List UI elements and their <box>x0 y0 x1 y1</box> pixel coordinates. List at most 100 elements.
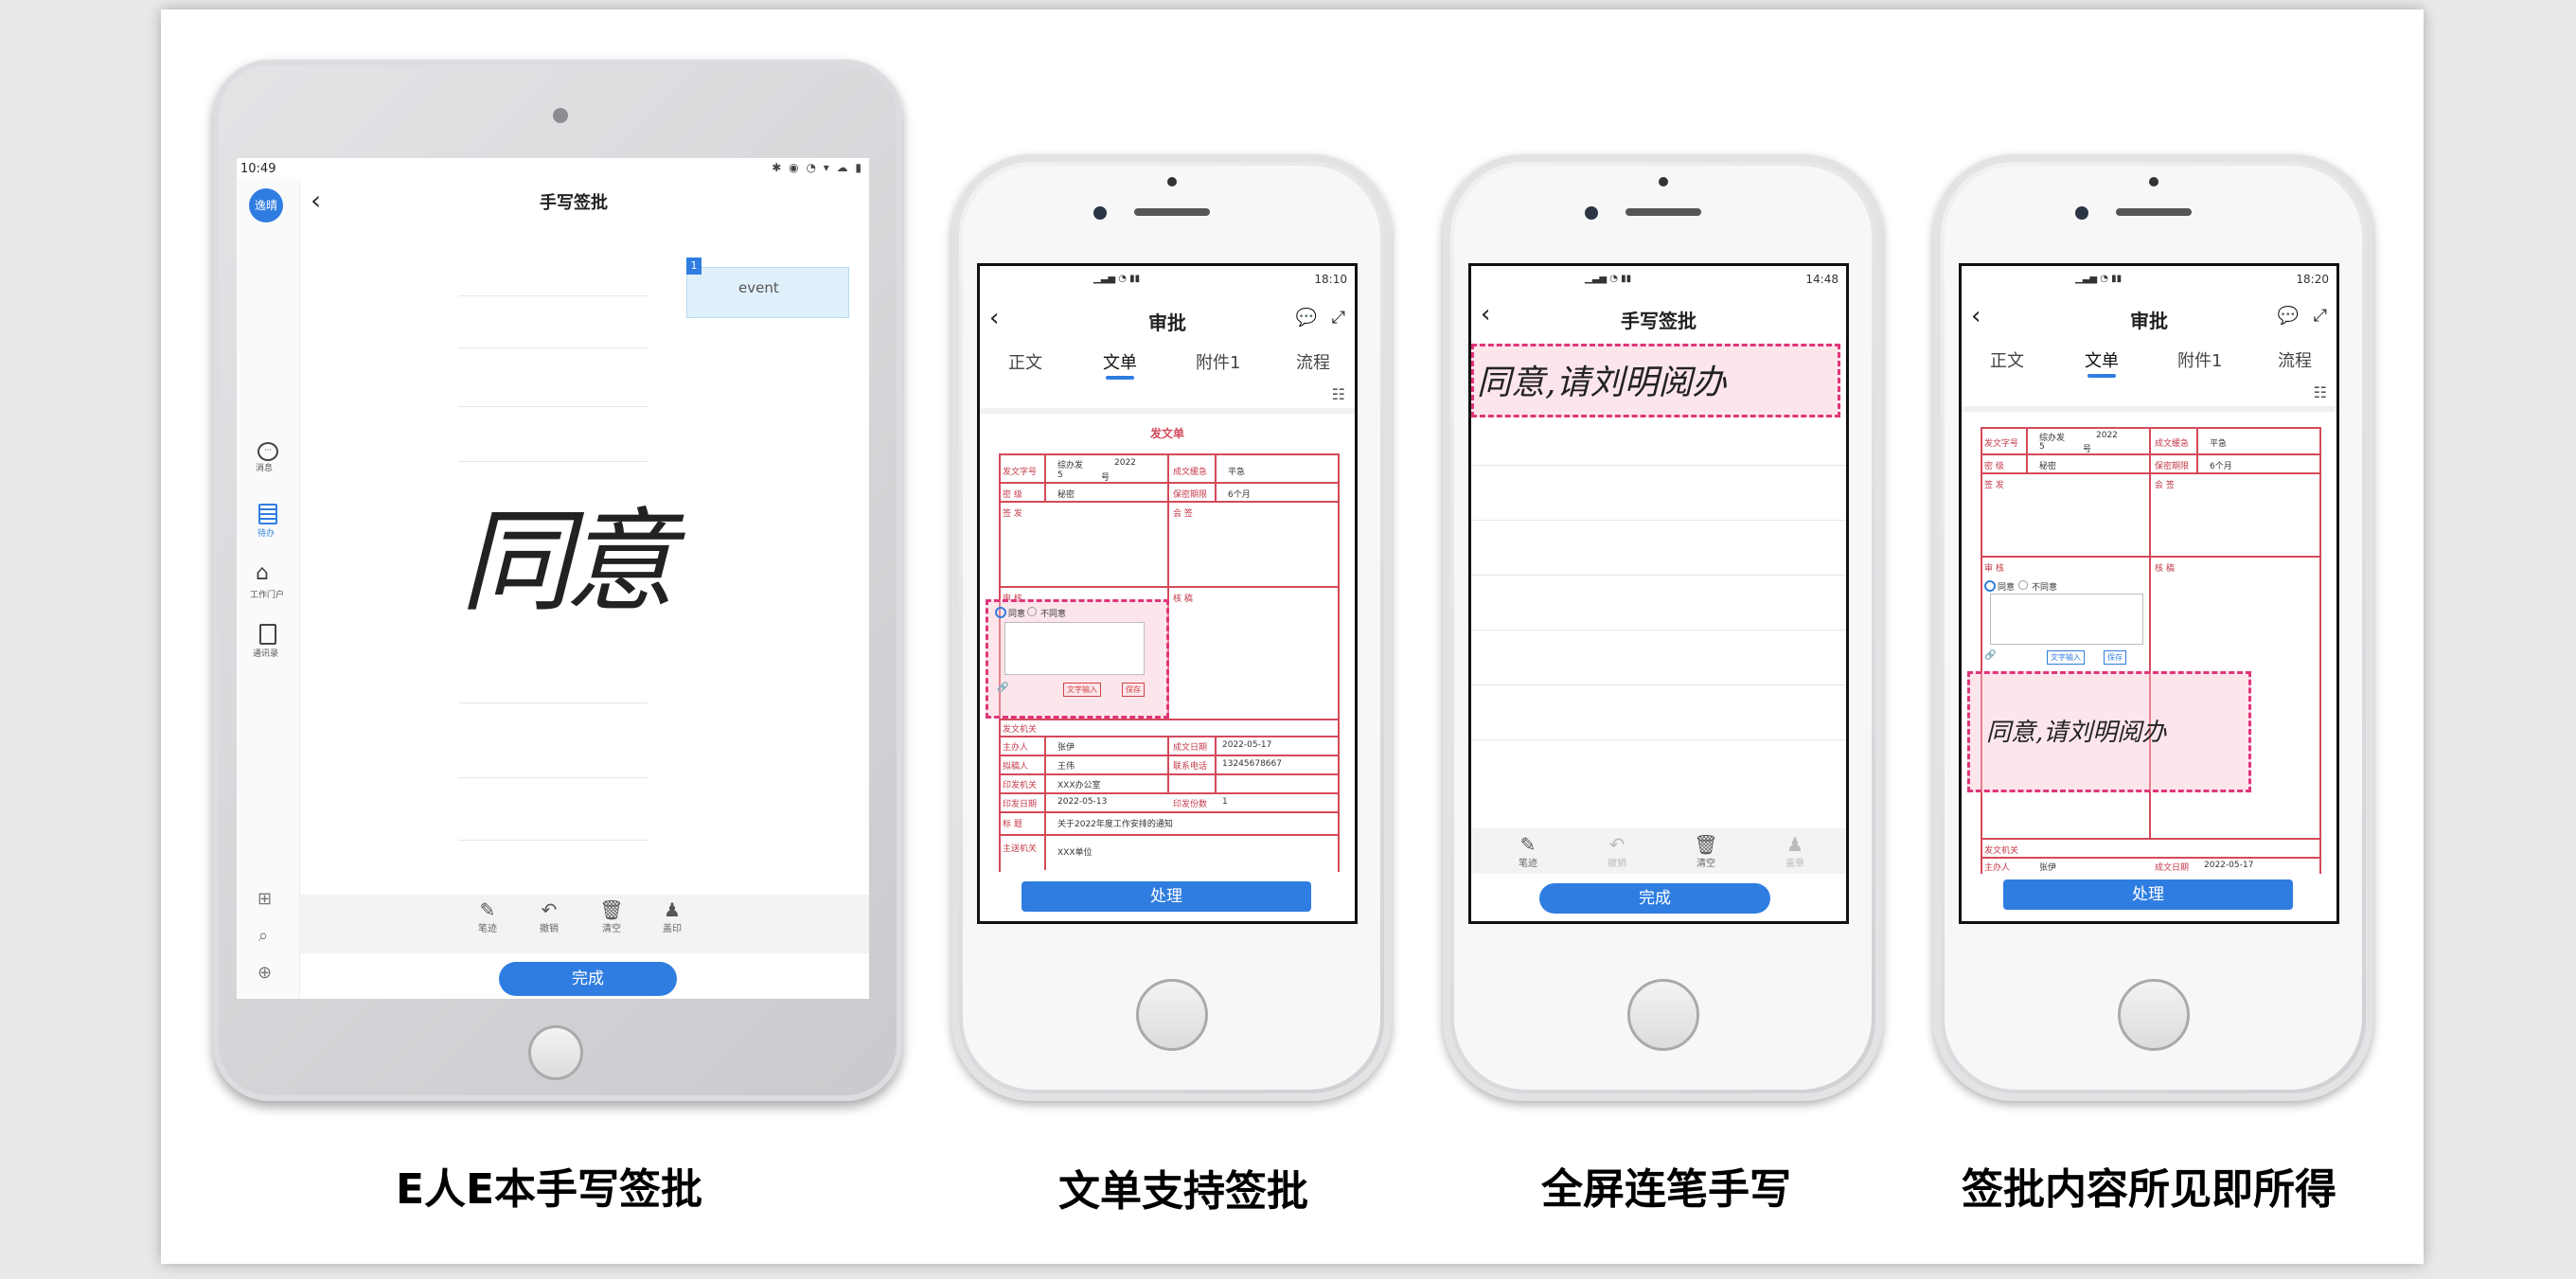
save-button[interactable]: 保存 <box>1122 683 1145 697</box>
toolbar-undo[interactable]: ↶撤销 <box>1598 834 1636 869</box>
tablet-home-button[interactable] <box>528 1025 583 1080</box>
menu-grid-icon[interactable]: ☷ <box>2313 383 2327 401</box>
tab-body[interactable]: 正文 <box>1990 351 2024 371</box>
event-badge: 1 <box>686 258 702 275</box>
form-label: 保密期限 <box>2155 462 2190 471</box>
done-button[interactable]: 完成 <box>499 962 677 996</box>
form-rule <box>999 811 1338 813</box>
ruled-line <box>458 295 648 296</box>
toolbar-stamp[interactable]: ♟盖印 <box>653 899 691 934</box>
form-value: 1 <box>1222 797 1228 807</box>
back-chevron-icon[interactable]: ‹ <box>989 304 1000 332</box>
search-icon[interactable]: ⌕ <box>258 926 269 946</box>
tab-attachment[interactable]: 附件1 <box>2177 351 2223 371</box>
tab-form[interactable]: 文单 <box>1103 349 1137 380</box>
list-icon <box>258 504 277 524</box>
status-time: 14:48 <box>1805 273 1839 286</box>
back-chevron-icon[interactable]: ‹ <box>311 185 322 216</box>
form-value: 综办发 <box>1057 461 1084 471</box>
phone-home-button[interactable] <box>1136 979 1208 1051</box>
radio-label-agree: 同意 <box>1008 610 1026 619</box>
ruled-line <box>1471 520 1846 521</box>
signal-icons: ▁▃▅ ◔ ▮▮ <box>1585 274 1632 284</box>
attach-icon[interactable]: 🔗 <box>1984 650 1997 661</box>
nav-label-portal: 工作门户 <box>250 591 285 600</box>
attach-icon[interactable]: 🔗 <box>997 683 1009 693</box>
tab-flow[interactable]: 流程 <box>1296 353 1330 373</box>
form-label: 会 签 <box>2155 481 2175 490</box>
earpiece-speaker <box>1134 208 1210 216</box>
expand-icon[interactable]: ⤢ <box>1331 308 1345 328</box>
form-value: 6个月 <box>2210 462 2232 471</box>
caption-wysiwyg: 签批内容所见即所得 <box>1962 1165 2336 1214</box>
form-label: 标 题 <box>1003 820 1022 829</box>
trash-icon: 🗑 <box>1694 833 1718 856</box>
toolbar-label: 盖章 <box>1785 859 1804 869</box>
form-label: 成文日期 <box>1173 743 1208 753</box>
tab-body[interactable]: 正文 <box>1008 353 1042 373</box>
form-label: 主办人 <box>1003 743 1029 753</box>
radio-label-disagree: 不同意 <box>2032 583 2058 593</box>
add-icon[interactable]: ⊕ <box>258 963 273 983</box>
form-label: 会 签 <box>1173 509 1193 519</box>
comment-icon[interactable]: 💬 <box>1295 308 1317 328</box>
sign-toolbar <box>299 895 869 953</box>
toolbar-undo[interactable]: ↶撤销 <box>530 899 568 934</box>
form-label: 印发日期 <box>1003 800 1038 809</box>
sign-toolbar <box>1471 828 1846 874</box>
comment-icon[interactable]: 💬 <box>2277 306 2299 326</box>
phone-home-button[interactable] <box>1627 979 1699 1051</box>
form-rule <box>1215 453 1217 501</box>
form-label: 核 稿 <box>1173 595 1193 604</box>
tab-form[interactable]: 文单 <box>2085 347 2119 378</box>
form-label: 审 核 <box>1984 564 2004 574</box>
trash-icon: 🗑 <box>599 898 624 921</box>
event-box[interactable] <box>686 267 849 318</box>
tab-flow[interactable]: 流程 <box>2278 351 2312 371</box>
form-rule <box>1167 736 1169 792</box>
form-label: 印发份数 <box>1173 800 1208 809</box>
toolbar-clear[interactable]: 🗑 清空 <box>1687 834 1725 869</box>
avatar[interactable]: 逸晴 <box>249 188 283 222</box>
stamp-icon: ♟ <box>1786 833 1803 856</box>
toolbar-label: 盖印 <box>663 924 682 934</box>
menu-grid-icon[interactable]: ☷ <box>1331 385 1345 403</box>
radio-disagree[interactable] <box>2018 580 2028 590</box>
form-value: 关于2022年度工作安排的通知 <box>1057 820 1173 829</box>
pen-icon: ✎ <box>1519 833 1537 856</box>
toolbar-stamp[interactable]: ♟ 盖章 <box>1776 834 1814 869</box>
process-button[interactable]: 处理 <box>2003 879 2293 910</box>
text-input-button[interactable]: 文字输入 <box>1063 683 1101 697</box>
form-value: 13245678667 <box>1222 759 1282 769</box>
radio-agree[interactable] <box>1984 580 1996 592</box>
process-button[interactable]: 处理 <box>1022 881 1311 912</box>
form-label: 主送机关 <box>1003 844 1038 854</box>
text-input-button[interactable]: 文字输入 <box>2047 650 2085 665</box>
phone1-screen: ▁▃▅ ◔ ▮▮ 18:10 ‹ 审批 💬 ⤢ 正文 文单 附件1 流程 ☷ 发… <box>977 263 1358 924</box>
form-value: 王伟 <box>1057 762 1075 772</box>
back-chevron-icon[interactable]: ‹ <box>1971 302 1981 330</box>
form-value: 号 <box>1101 473 1110 483</box>
form-value: XXX单位 <box>1057 848 1093 858</box>
opinion-textarea[interactable] <box>1004 622 1145 675</box>
phone-home-button[interactable] <box>2118 979 2190 1051</box>
front-camera <box>2149 177 2159 187</box>
radio-agree[interactable] <box>995 607 1006 618</box>
form-label: 签 发 <box>1984 481 2004 490</box>
back-chevron-icon[interactable]: ‹ <box>1481 300 1491 329</box>
toolbar-label: 笔迹 <box>478 924 497 934</box>
opinion-textarea[interactable] <box>1990 594 2143 645</box>
toolbar-pen[interactable]: ✎笔迹 <box>469 899 506 934</box>
apps-grid-icon[interactable]: ⊞ <box>258 889 273 909</box>
toolbar-label: 清空 <box>1697 859 1715 869</box>
form-value: 5 <box>1057 471 1063 480</box>
radio-disagree[interactable] <box>1027 607 1037 616</box>
form-value: 2022 <box>2096 431 2118 440</box>
tab-attachment[interactable]: 附件1 <box>1196 353 1241 373</box>
toolbar-clear[interactable]: 🗑清空 <box>593 899 631 934</box>
ruled-line <box>458 840 648 841</box>
toolbar-pen[interactable]: ✎笔迹 <box>1509 834 1547 869</box>
expand-icon[interactable]: ⤢ <box>2313 306 2327 326</box>
save-button[interactable]: 保存 <box>2104 650 2126 665</box>
done-button[interactable]: 完成 <box>1539 883 1770 914</box>
